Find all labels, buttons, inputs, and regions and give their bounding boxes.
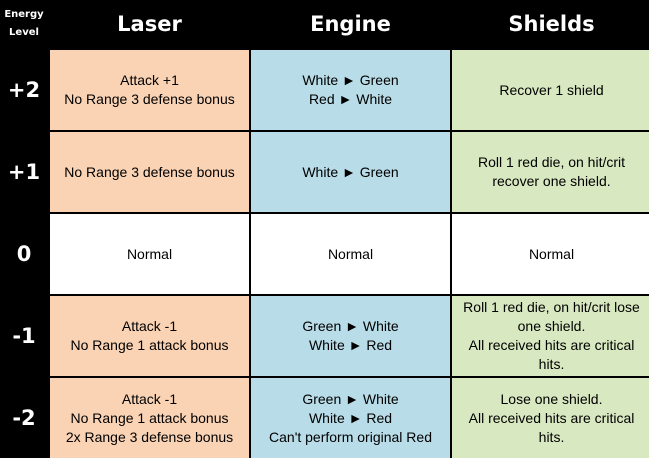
effect-line: Attack -1 — [121, 318, 178, 334]
effect-line: Roll 1 red die, on hit/crit lose — [463, 299, 640, 315]
energy-level-label: +2 — [0, 50, 48, 130]
effect-line: All received hits are critical — [468, 409, 635, 426]
effect-line: hits. — [538, 356, 565, 372]
laser-effect-cell: Attack -1 No Range 1 attack bonus — [50, 296, 249, 376]
effect-line: White ► Green — [302, 163, 399, 180]
effect-line: Normal — [528, 245, 575, 262]
engine-effect-cell: Normal — [251, 214, 450, 294]
effect-line: White ► Green — [302, 72, 399, 88]
effect-line: White ► Red — [308, 409, 393, 426]
effect-line: No Range 3 defense bonus — [64, 163, 235, 180]
corner-line: Energy — [4, 9, 44, 20]
shields-effect-cell: Roll 1 red die, on hit/crit recover one s… — [452, 132, 649, 212]
effect-line: Attack +1 — [120, 72, 179, 88]
effect-line: 2x Range 3 defense bonus — [65, 428, 234, 445]
effect-line: hits. — [538, 428, 565, 445]
engine-header: Engine — [251, 0, 450, 48]
effect-line: White ► Red — [308, 337, 393, 353]
effect-line: Green ► White — [302, 390, 399, 407]
laser-effect-cell: No Range 3 defense bonus — [50, 132, 249, 212]
engine-effect-cell: White ► Green — [251, 132, 450, 212]
laser-effect-cell: Normal — [50, 214, 249, 294]
effect-line: All received hits are critical — [468, 337, 635, 353]
energy-level-label: 0 — [0, 214, 48, 294]
effect-line: No Range 1 attack bonus — [70, 409, 229, 426]
effect-line: Attack -1 — [121, 390, 178, 407]
laser-effect-cell: Attack +1 No Range 3 defense bonus — [50, 50, 249, 130]
energy-level-label: -1 — [0, 296, 48, 376]
laser-effect-cell: Attack -1 No Range 1 attack bonus 2x Range… — [50, 378, 249, 458]
shields-effect-cell: Lose one shield. All received hits are cr… — [452, 378, 649, 458]
effect-line: Red ► White — [308, 91, 393, 107]
effect-line: No Range 3 defense bonus — [64, 91, 235, 107]
effect-line: recover one shield. — [492, 173, 611, 189]
effect-line: Lose one shield. — [500, 390, 603, 407]
effect-line: Recover 1 shield — [499, 81, 604, 98]
energy-level-header: Energy Level — [0, 0, 48, 48]
effect-line: No Range 1 attack bonus — [70, 337, 229, 353]
energy-level-label: +1 — [0, 132, 48, 212]
shields-effect-cell: Roll 1 red die, on hit/crit lose one shie… — [452, 296, 649, 376]
effect-line: Normal — [327, 245, 374, 262]
shields-effect-cell: Recover 1 shield — [452, 50, 649, 130]
shields-effect-cell: Normal — [452, 214, 649, 294]
effect-line: one shield. — [517, 318, 586, 334]
shields-header: Shields — [452, 0, 649, 48]
effect-line: Roll 1 red die, on hit/crit — [477, 154, 626, 170]
effect-line: Can't perform original Red — [269, 428, 432, 445]
laser-header: Laser — [50, 0, 249, 48]
energy-level-label: -2 — [0, 378, 48, 458]
effect-line: Normal — [126, 245, 173, 262]
effect-line: Green ► White — [302, 318, 399, 334]
corner-line: Level — [9, 27, 39, 38]
